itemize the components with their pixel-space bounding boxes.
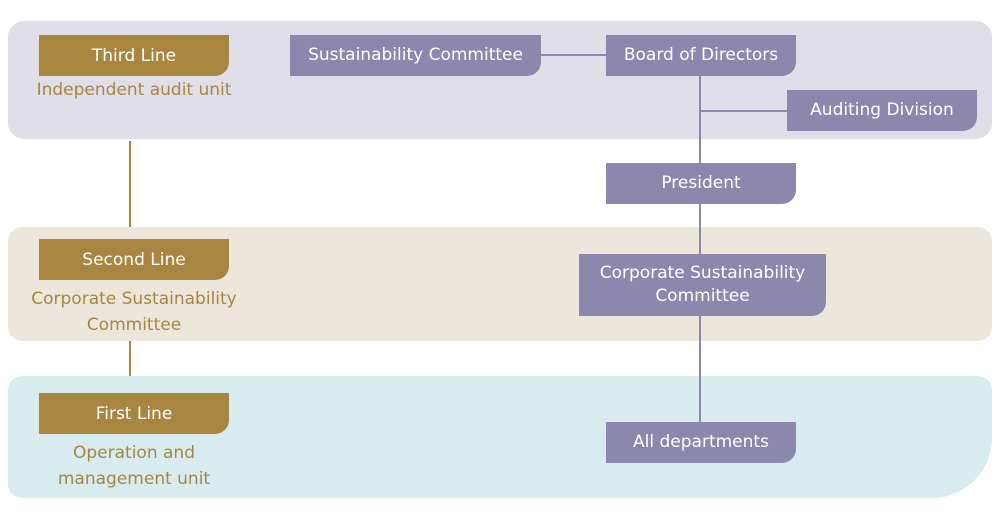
corporate-sustainability-committee-node: Corporate Sustainability Committee [579, 254, 826, 316]
all-departments-node: All departments [606, 422, 796, 463]
second-line-description-line-2: Committee [86, 315, 182, 335]
president-node: President [606, 163, 796, 204]
board-of-directors-node: Board of Directors [606, 35, 796, 76]
first-line-label: First Line [39, 393, 229, 434]
corporate-sustainability-committee-line-2: Committee [655, 286, 750, 306]
first-line-description: Operation and management unit [14, 440, 254, 492]
sustainability-committee-node: Sustainability Committee [290, 35, 541, 76]
first-line-description-line-1: Operation and [73, 443, 195, 463]
second-line-description-line-1: Corporate Sustainability [31, 289, 237, 309]
third-line-description: Independent audit unit [36, 80, 232, 100]
auditing-division-node: Auditing Division [787, 90, 977, 131]
first-line-description-line-2: management unit [57, 469, 211, 489]
second-line-label: Second Line [39, 239, 229, 280]
corporate-sustainability-committee-line-1: Corporate Sustainability [599, 263, 806, 283]
second-line-description: Corporate Sustainability Committee [14, 286, 254, 338]
third-line-label: Third Line [39, 35, 229, 76]
